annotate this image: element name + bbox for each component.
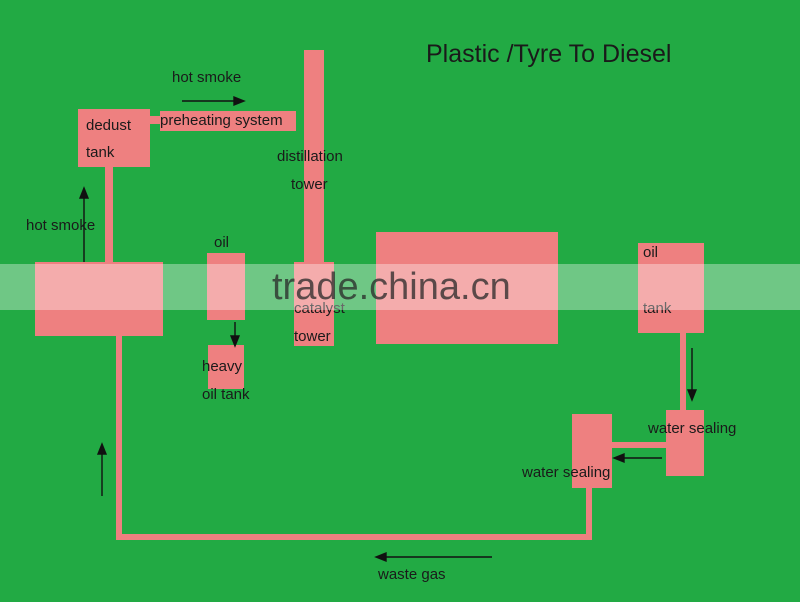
dedust-label-line1: dedust bbox=[86, 117, 132, 134]
heavy-oil-label-line1: heavy bbox=[202, 358, 243, 375]
water-sealing-left bbox=[572, 414, 612, 488]
diagram-title: Plastic /Tyre To Diesel bbox=[426, 40, 672, 68]
oil-tank-label-line2: tank bbox=[643, 300, 672, 317]
preheating-system bbox=[160, 111, 296, 131]
pipe-waste-gas-right bbox=[586, 486, 592, 540]
preheating-label: preheating system bbox=[160, 112, 283, 129]
water-sealing-right bbox=[666, 410, 704, 476]
pipe-reactor-to-dedust bbox=[105, 166, 113, 264]
watermark-band bbox=[0, 264, 800, 310]
oil-separator bbox=[207, 253, 245, 320]
water-sealing-right-label: water sealing bbox=[648, 420, 737, 437]
pipe-dedust-to-preheating bbox=[150, 116, 162, 124]
hot-smoke-left-label: hot smoke bbox=[26, 217, 96, 234]
condenser-block bbox=[376, 232, 558, 344]
reactor bbox=[35, 262, 163, 336]
catalyst-tower bbox=[294, 262, 334, 346]
oil-separator-label: oil bbox=[214, 234, 230, 251]
distillation-label-line1: distillation bbox=[277, 148, 343, 165]
heavy-oil-label-line2: oil tank bbox=[202, 386, 250, 403]
catalyst-label-line1: catalyst bbox=[294, 300, 345, 317]
pipe-waste-gas-bottom bbox=[116, 534, 592, 540]
hot-smoke-top-label: hot smoke bbox=[172, 69, 242, 86]
dedust-tank bbox=[78, 109, 150, 167]
pipe-waste-gas-left bbox=[116, 334, 122, 540]
dedust-label-line2: tank bbox=[86, 144, 115, 161]
waste-gas-label: waste gas bbox=[378, 566, 446, 583]
oil-tank bbox=[638, 243, 704, 333]
heavy-oil-tank bbox=[208, 345, 244, 389]
distillation-label-line2: tower bbox=[291, 176, 328, 193]
watermark-text: trade.china.cn bbox=[272, 266, 511, 308]
pipe-oil-tank-to-water-sealing bbox=[680, 332, 686, 412]
catalyst-label-line2: tower bbox=[294, 328, 331, 345]
oil-tank-label-line1: oil bbox=[643, 244, 659, 261]
distillation-tower bbox=[304, 50, 324, 266]
pipe-water-sealing-connector bbox=[610, 442, 668, 448]
water-sealing-left-label: water sealing bbox=[522, 464, 611, 481]
